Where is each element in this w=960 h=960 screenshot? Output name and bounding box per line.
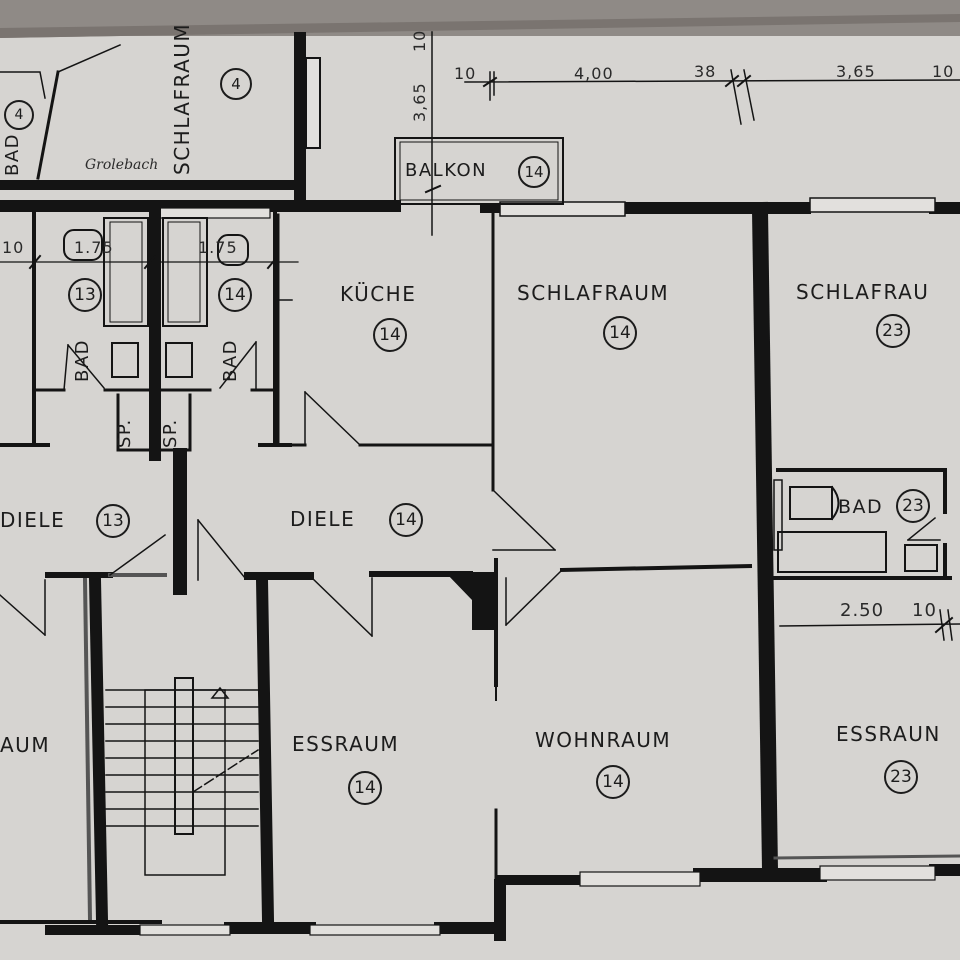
- unit-badge-schlafraum-14: 14: [603, 316, 637, 350]
- unit-badge-top-bad: 4: [4, 100, 34, 130]
- unit-badge-kueche: 14: [373, 318, 407, 352]
- unit-badge-bad-13: 13: [68, 278, 102, 312]
- dimension-vertical-10: 10: [410, 29, 429, 52]
- dimension-bad14-1-75: 1.75: [198, 238, 238, 257]
- dimension-bad13-1-75: 1.75: [74, 238, 114, 257]
- room-label-essraum-23: ESSRAUN: [836, 722, 941, 746]
- unit-badge-balkon: 14: [518, 156, 550, 188]
- room-label-wohnraum-14: WOHNRAUM: [535, 728, 672, 752]
- room-label-top-schlafraum: SCHLAFRAUM: [170, 22, 194, 175]
- room-label-bad-13: BAD: [72, 338, 93, 382]
- room-label-diele-14: DIELE: [290, 507, 356, 531]
- dimension-top-10-right: 10: [932, 62, 955, 81]
- dimension-right-10: 10: [912, 600, 937, 621]
- room-label-schlafraum-23: SCHLAFRAU: [796, 280, 930, 304]
- dimension-bad-left-10: 10: [2, 238, 25, 257]
- unit-badge-essraum-14: 14: [348, 771, 382, 805]
- dimension-top-10-left: 10: [454, 64, 477, 83]
- unit-badge-essraum-23: 23: [884, 760, 918, 794]
- room-label-schlafraum-14: SCHLAFRAUM: [517, 281, 670, 305]
- unit-badge-bad-23: 23: [896, 489, 930, 523]
- room-label-diele-13: DIELE: [0, 508, 66, 532]
- dimension-right-2-50: 2.50: [840, 600, 885, 621]
- unit-badge-schlafraum-23: 23: [876, 314, 910, 348]
- room-label-kueche: KÜCHE: [340, 282, 417, 306]
- dimension-top-38: 38: [694, 62, 717, 81]
- storage-label-sp-13: SP.: [114, 418, 135, 448]
- dimension-top-3-65: 3,65: [836, 62, 876, 81]
- dimension-vertical-3-65: 3,65: [410, 82, 429, 122]
- room-label-balkon: BALKON: [405, 160, 488, 181]
- unit-badge-diele-14: 14: [389, 503, 423, 537]
- room-label-essraum-14: ESSRAUM: [292, 732, 400, 756]
- unit-badge-wohnraum-14: 14: [596, 765, 630, 799]
- storage-label-sp-14: SP.: [160, 418, 181, 448]
- dimension-top-4-00: 4,00: [574, 64, 614, 83]
- unit-badge-top-schlafraum: 4: [220, 68, 252, 100]
- unit-badge-diele-13: 13: [96, 504, 130, 538]
- room-label-top-bad: BAD: [2, 132, 23, 176]
- room-label-left-raum: AUM: [0, 733, 51, 757]
- unit-badge-bad-14: 14: [218, 278, 252, 312]
- room-label-bad-14: BAD: [220, 338, 241, 382]
- room-label-bad-23: BAD: [838, 496, 884, 518]
- handwritten-note: Grolebach: [85, 157, 159, 173]
